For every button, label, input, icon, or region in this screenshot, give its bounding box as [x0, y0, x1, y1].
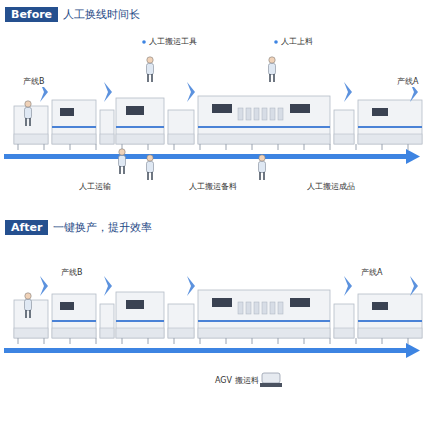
- worker-figure: [119, 149, 126, 174]
- label-dot: [274, 40, 278, 44]
- production-line: [4, 82, 422, 164]
- text-label: 产线A: [360, 268, 383, 278]
- agv-icon: [260, 373, 282, 387]
- worker-figure: [25, 293, 32, 318]
- production-line: [4, 276, 422, 358]
- section-heading: Before 人工换线时间长: [5, 7, 140, 22]
- text-label: AGV 搬运料: [214, 376, 260, 386]
- badge-label: After: [5, 220, 48, 235]
- label-dot: [142, 40, 146, 44]
- worker-figure: [147, 155, 154, 180]
- text-label: 产线B: [60, 268, 84, 278]
- worker-figure: [25, 101, 32, 126]
- text-label: 人工搬运成品: [306, 182, 356, 192]
- heading-text: 人工换线时间长: [63, 7, 140, 22]
- worker-figure: [259, 155, 266, 180]
- heading-text: 一键换产，提升效率: [53, 220, 152, 235]
- text-label: 产线A: [396, 77, 419, 87]
- text-label: 人工上料: [280, 37, 314, 47]
- text-label: 人工运输: [78, 182, 112, 192]
- text-label: 产线B: [22, 77, 46, 87]
- section-heading: After 一键换产，提升效率: [5, 220, 152, 235]
- worker-figure: [269, 57, 276, 82]
- worker-figure: [147, 57, 154, 82]
- text-label: 人工搬运工具: [148, 37, 198, 47]
- badge-label: Before: [5, 7, 58, 22]
- text-label: 人工搬运备料: [188, 182, 238, 192]
